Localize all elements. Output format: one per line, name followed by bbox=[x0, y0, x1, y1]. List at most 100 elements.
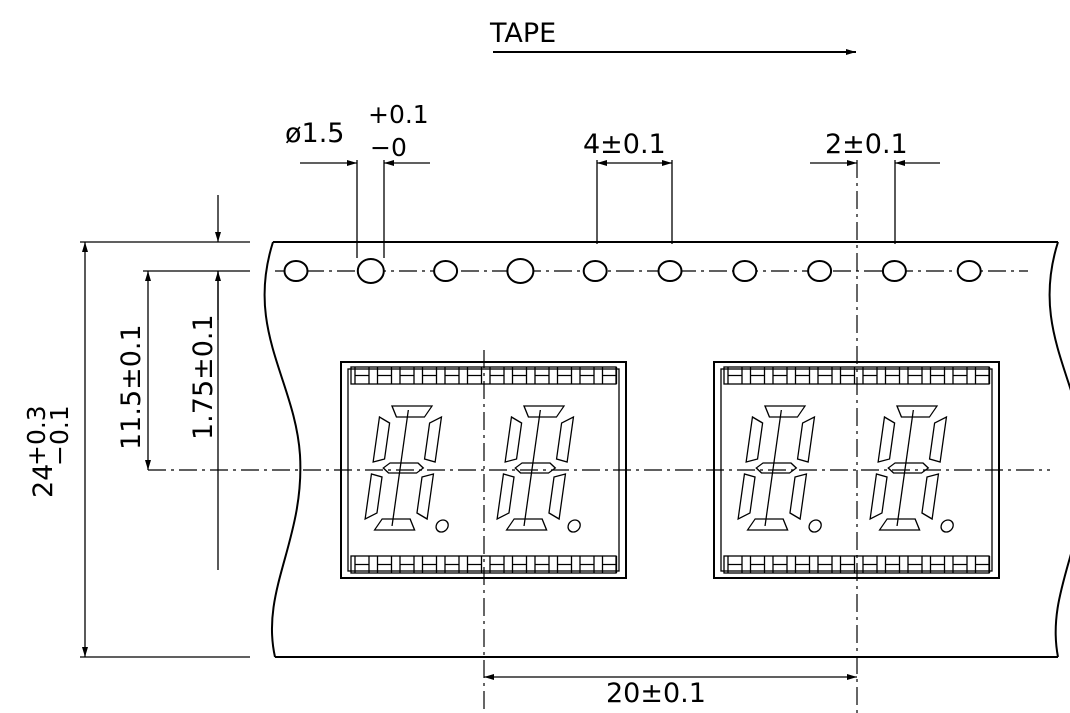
digit-guide-line bbox=[523, 410, 541, 526]
lead-pin bbox=[601, 556, 618, 573]
lead-pin bbox=[601, 367, 618, 384]
digit-segment bbox=[505, 518, 548, 531]
digit-guide-line bbox=[391, 410, 409, 526]
tape-label: TAPE bbox=[489, 18, 556, 49]
lead-pin bbox=[579, 556, 595, 573]
lead-pin bbox=[376, 556, 393, 573]
sprocket-hole bbox=[881, 260, 907, 282]
lead-pin bbox=[556, 367, 573, 384]
sprocket-holes bbox=[283, 258, 982, 284]
digit-guide-line bbox=[896, 410, 914, 526]
lead-pin bbox=[444, 367, 460, 384]
hole-diameter-label: ø1.5 bbox=[285, 118, 344, 149]
decimal-point bbox=[940, 519, 954, 533]
lead-pin bbox=[466, 367, 483, 384]
sprocket-hole bbox=[956, 260, 982, 282]
digit-segment bbox=[877, 415, 896, 463]
lead-pin bbox=[907, 556, 923, 573]
lead-pin bbox=[772, 367, 788, 384]
lead-pin bbox=[511, 367, 528, 384]
sprocket-hole bbox=[433, 260, 459, 282]
lead-pin bbox=[884, 556, 901, 573]
tape-break-left bbox=[263, 241, 302, 658]
lead-pin bbox=[421, 556, 438, 573]
seven-segment-digit bbox=[737, 405, 822, 533]
lead-pin bbox=[376, 367, 393, 384]
digit-segment bbox=[755, 462, 798, 474]
digit-segment bbox=[390, 405, 434, 418]
lead-pin bbox=[421, 367, 438, 384]
lead-pin bbox=[974, 367, 991, 384]
decimal-point bbox=[435, 519, 449, 533]
lead-pin bbox=[907, 367, 923, 384]
lead-pin bbox=[489, 556, 505, 573]
lead-pin bbox=[466, 556, 483, 573]
seven-segment-digit bbox=[869, 405, 954, 533]
hole-diameter-dimension: ø1.5 +0.1 −0 bbox=[285, 100, 430, 258]
carrier-tape bbox=[263, 241, 1070, 658]
lead-pin bbox=[817, 367, 833, 384]
digit-segment bbox=[763, 405, 807, 418]
hole-to-center-label: 2±0.1 bbox=[825, 129, 908, 160]
lead-pin bbox=[727, 367, 743, 384]
digit-segment bbox=[372, 415, 391, 463]
decimal-point bbox=[567, 519, 581, 533]
digit-segment bbox=[504, 415, 523, 463]
lead-pin bbox=[817, 556, 833, 573]
pocket-pitch-dimension: 20±0.1 bbox=[484, 674, 857, 709]
tape-width-dimension: 24 +0.3 −0.1 bbox=[22, 241, 250, 658]
lead-pin bbox=[489, 367, 505, 384]
lead-pin bbox=[556, 556, 573, 573]
lead-pin bbox=[952, 556, 968, 573]
lead-pin bbox=[929, 367, 946, 384]
lead-pin bbox=[354, 556, 370, 573]
display-unit-2 bbox=[713, 361, 1000, 579]
hole-pitch-label: 4±0.1 bbox=[583, 129, 666, 160]
lead-pin bbox=[534, 367, 550, 384]
lead-pin bbox=[839, 367, 856, 384]
lead-pin bbox=[749, 556, 766, 573]
lead-pin bbox=[534, 556, 550, 573]
sprocket-hole bbox=[506, 258, 535, 284]
digit-segment bbox=[522, 405, 566, 418]
digit-segment bbox=[869, 473, 888, 521]
lead-pin bbox=[749, 367, 766, 384]
lead-pin bbox=[794, 556, 811, 573]
seven-segment-digit bbox=[364, 405, 449, 533]
tape-break-right bbox=[1048, 241, 1070, 658]
sprocket-hole bbox=[582, 260, 608, 282]
hole-to-center-dimension: 2±0.1 bbox=[810, 129, 940, 244]
lead-pin bbox=[399, 367, 415, 384]
sprocket-hole bbox=[283, 260, 309, 282]
digit-segment bbox=[746, 518, 789, 531]
hole-tol-plus: +0.1 bbox=[368, 100, 429, 129]
digit-segment bbox=[921, 473, 940, 521]
sprocket-hole bbox=[657, 260, 683, 282]
digit-segment bbox=[423, 415, 443, 463]
digit-segment bbox=[364, 473, 383, 521]
digit-segment bbox=[789, 473, 808, 521]
tape-direction: TAPE bbox=[489, 18, 856, 55]
hole-tol-minus: −0 bbox=[370, 133, 407, 162]
decimal-point bbox=[808, 519, 822, 533]
digit-segment bbox=[548, 473, 567, 521]
lead-pin bbox=[772, 556, 788, 573]
digit-segment bbox=[928, 415, 948, 463]
lead-pin bbox=[862, 556, 878, 573]
tape-width-tol-minus: −0.1 bbox=[45, 405, 74, 466]
digit-segment bbox=[416, 473, 435, 521]
lead-pin bbox=[727, 556, 743, 573]
sprocket-hole bbox=[807, 260, 833, 282]
lead-pin bbox=[579, 367, 595, 384]
digit-segment bbox=[382, 462, 425, 474]
lead-pin bbox=[952, 367, 968, 384]
sprocket-hole bbox=[356, 258, 385, 284]
digit-guide-line bbox=[764, 410, 782, 526]
lead-pin bbox=[399, 556, 415, 573]
digit-segment bbox=[373, 518, 416, 531]
lead-pin bbox=[511, 556, 528, 573]
digit-segment bbox=[555, 415, 575, 463]
lead-pin bbox=[974, 556, 991, 573]
digit-segment bbox=[878, 518, 921, 531]
